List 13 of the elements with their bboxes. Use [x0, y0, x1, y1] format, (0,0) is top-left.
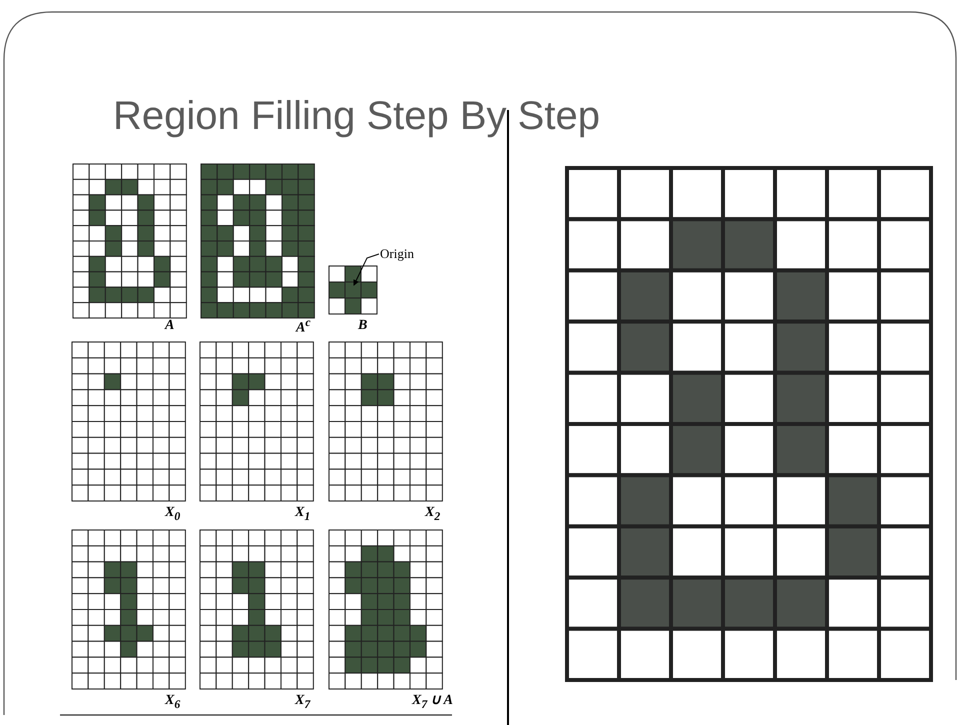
leader-line — [353, 254, 380, 286]
grid-label: A — [165, 318, 174, 334]
grid-label: A$^{c}$ — [296, 315, 311, 337]
grid-label: X$_{0}$ — [165, 505, 180, 525]
grid-label: X$_{2}$ — [425, 505, 440, 525]
grid-label: X$_{7}$ — [295, 693, 310, 713]
grid-label: B — [358, 318, 368, 334]
slide-title: Region Filling Step By Step — [113, 93, 600, 140]
callout-label: Origin — [380, 246, 414, 261]
grid-label: X$_{7}$ ∪ A — [412, 693, 453, 713]
grid-label: X$_{6}$ — [165, 693, 180, 713]
origin-pixel — [344, 282, 362, 298]
grid-label: X$_{1}$ — [295, 505, 310, 525]
